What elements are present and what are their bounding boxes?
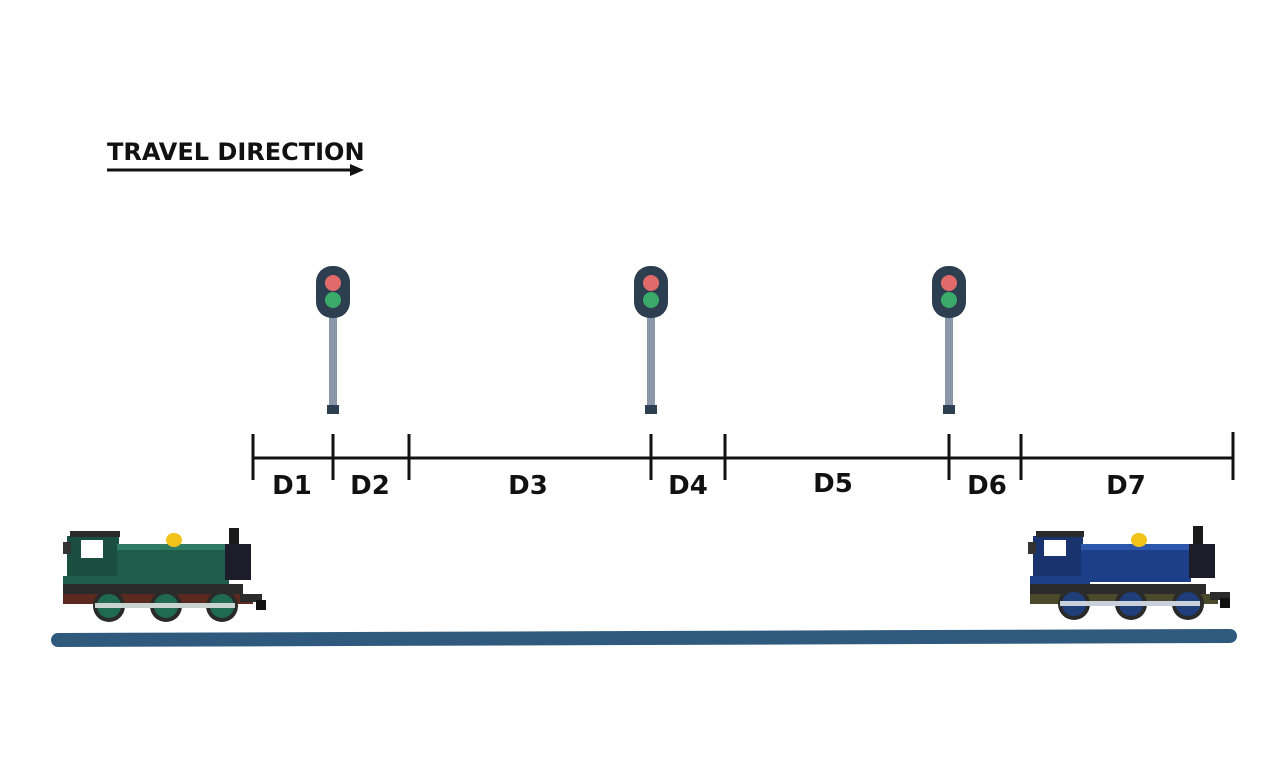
signal-2 bbox=[634, 266, 668, 414]
travel-direction-label: TRAVEL DIRECTION bbox=[107, 138, 365, 166]
travel-direction: TRAVEL DIRECTION bbox=[107, 138, 365, 176]
signal-base bbox=[645, 405, 657, 414]
signal-1 bbox=[316, 266, 350, 414]
signal-base bbox=[943, 405, 955, 414]
segment-label-d7: D7 bbox=[1106, 471, 1146, 501]
signal-pole bbox=[647, 313, 655, 410]
red-light-icon bbox=[325, 275, 341, 291]
segment-label-d1: D1 bbox=[272, 471, 312, 501]
segment-label-d2: D2 bbox=[350, 471, 390, 501]
green-light-icon bbox=[325, 292, 341, 308]
segment-label-d5: D5 bbox=[813, 469, 853, 499]
segment-label-d6: D6 bbox=[967, 471, 1007, 501]
red-light-icon bbox=[643, 275, 659, 291]
signal-3 bbox=[932, 266, 966, 414]
red-light-icon bbox=[941, 275, 957, 291]
segment-label-d3: D3 bbox=[508, 471, 548, 501]
signal-pole bbox=[329, 313, 337, 410]
railway-track bbox=[51, 629, 1237, 647]
green-light-icon bbox=[643, 292, 659, 308]
green-locomotive-icon bbox=[63, 528, 266, 622]
distance-scale: D1 D2 D3 D4 D5 D6 D7 bbox=[251, 432, 1235, 501]
signal-pole bbox=[945, 313, 953, 410]
green-light-icon bbox=[941, 292, 957, 308]
segment-label-d4: D4 bbox=[668, 471, 708, 501]
blue-locomotive-icon bbox=[1028, 526, 1230, 620]
direction-arrow-head bbox=[350, 164, 364, 176]
signal-base bbox=[327, 405, 339, 414]
